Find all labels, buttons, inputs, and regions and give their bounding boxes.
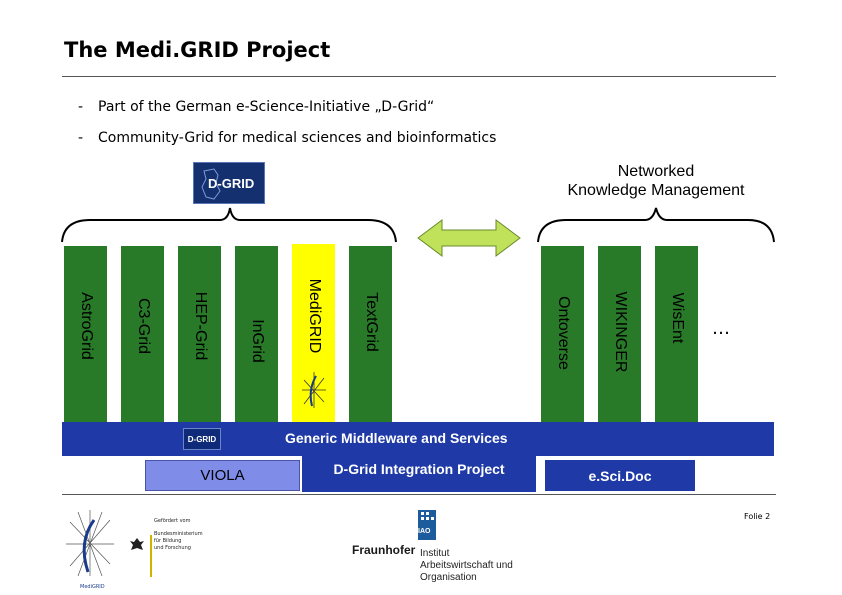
column-wisent: WisEnt [655,246,698,422]
institut-line: Organisation [420,572,477,583]
escidoc-box: e.Sci.Doc [545,460,695,491]
column-medigrid: MediGRID [292,244,335,424]
bullet-item-community: -Community-Grid for medical sciences and… [78,130,496,146]
column-label: Ontoverse [554,296,572,370]
iao-grid-icon [421,512,434,520]
germany-map-icon [201,168,221,200]
column-label: TextGrid [362,292,380,352]
knowledge-management-label: Networked Knowledge Management [536,162,776,200]
more-communities-ellipsis: … [712,318,730,339]
dgrid-integration-box: D-Grid Integration Project [302,456,536,492]
middleware-label: Generic Middleware and Services [285,430,508,446]
bmbf-line: Bundesministerium [154,531,203,537]
bullet-text: Part of the German e-Science-Initiative … [98,99,435,115]
knowledge-management-line2: Knowledge Management [567,182,745,199]
bullet-item-dgrid: -Part of the German e-Science-Initiative… [78,99,434,115]
column-wikinger: WIKINGER [598,246,641,422]
bullet-text: Community-Grid for medical sciences and … [98,130,497,146]
federal-eagle-icon [130,538,144,550]
footer-divider [62,494,776,495]
page-title: The Medi.GRID Project [64,38,331,62]
column-label: AstroGrid [77,292,95,360]
bullet-dash: - [78,99,84,115]
column-astrogrid: AstroGrid [64,246,107,422]
fraunhofer-name: Fraunhofer [352,543,416,557]
dgrid-logo: D-GRID [193,162,265,204]
column-c3grid: C3-Grid [121,246,164,422]
dgrid-mini-logo: D-GRID [183,428,221,450]
left-brace-icon [61,207,397,243]
column-label: InGrid [248,319,266,363]
slide-number: Folie 2 [744,512,771,521]
bmbf-line: für Bildung [154,538,182,544]
institut-line: Institut [420,548,450,559]
bmbf-line: Gefördert vom [154,518,191,524]
bullet-dash: - [78,130,84,146]
bmbf-line: und Forschung [154,545,191,551]
column-textgrid: TextGrid [349,246,392,422]
iao-text: IAO [418,528,431,535]
column-label: MediGRID [305,278,323,354]
column-label: WIKINGER [611,291,629,373]
bmbf-flag-stripe [150,535,152,577]
column-ontoverse: Ontoverse [541,246,584,422]
column-label: C3-Grid [134,297,152,355]
column-label: HEP-Grid [191,291,209,361]
medigrid-footer-logo-icon [66,510,114,577]
bmbf-text: Gefördert vom Bundesministerium für Bild… [154,518,203,552]
column-hepgrid: HEP-Grid [178,246,221,422]
dgrid-logo-text: D-GRID [208,176,255,191]
column-label: WisEnt [668,292,686,344]
middleware-bar [62,422,774,456]
institut-line: Arbeitswirtschaft und [420,560,513,571]
double-arrow-icon [417,219,521,257]
title-divider [62,76,776,77]
institut-text: Institut Arbeitswirtschaft und Organisat… [420,548,513,584]
medigrid-caption: MediGRID [80,584,105,590]
knowledge-management-line1: Networked [617,163,695,180]
right-brace-icon [537,207,775,243]
viola-box: VIOLA [145,460,300,491]
column-ingrid: InGrid [235,246,278,422]
medigrid-logo-icon [302,372,326,408]
